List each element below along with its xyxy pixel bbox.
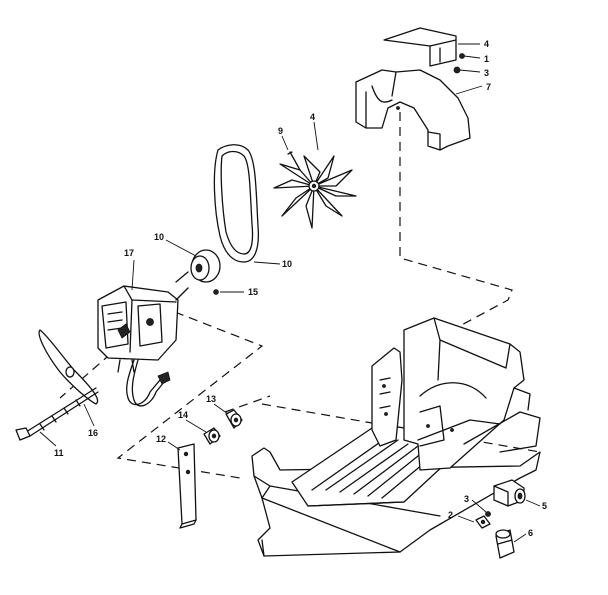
callout-3-top: 3 (484, 68, 489, 78)
callout-labels: 4 1 3 7 9 4 10 10 15 17 13 14 12 11 16 3… (54, 39, 547, 538)
callout-4-fan: 4 (310, 112, 315, 122)
knob-6 (495, 529, 515, 559)
clamp-5 (493, 479, 526, 507)
callout-3-bottom: 3 (464, 494, 469, 504)
blower-fan-wheel (273, 155, 357, 229)
drive-belt (213, 144, 260, 263)
leader-lines (39, 43, 541, 543)
motor-mounting-bolt (15, 387, 99, 441)
callout-12: 12 (156, 434, 166, 444)
callout-11: 11 (54, 448, 64, 458)
callout-7: 7 (486, 82, 491, 92)
pulley-set-screw-15 (213, 289, 219, 295)
motor-assembly (97, 285, 189, 407)
screw-1-top (459, 53, 465, 59)
callout-10-pulley: 10 (154, 232, 164, 242)
nut-3-bottom (485, 511, 491, 517)
washer-2 (475, 515, 491, 529)
callout-16: 16 (88, 428, 98, 438)
motor-pulley (175, 249, 221, 283)
bushing-14 (203, 427, 221, 445)
callout-2: 2 (448, 510, 453, 520)
base-frame (251, 317, 541, 557)
top-cover-plate (383, 27, 457, 67)
callout-10-belt: 10 (282, 259, 292, 269)
fan-set-screw-9 (287, 151, 301, 171)
switch-bracket (177, 443, 197, 529)
motor-cooling-fan (38, 329, 99, 405)
callout-13: 13 (206, 394, 216, 404)
blower-housing (355, 69, 471, 151)
callout-5: 5 (542, 501, 547, 511)
callout-1: 1 (484, 54, 489, 64)
callout-9: 9 (278, 126, 283, 136)
callout-14: 14 (178, 410, 188, 420)
callout-6: 6 (528, 528, 533, 538)
bushing-13 (225, 409, 243, 429)
callout-4-cover: 4 (484, 39, 489, 49)
callout-17: 17 (124, 248, 134, 258)
callout-15: 15 (248, 287, 258, 297)
nut-3-top (453, 66, 461, 74)
